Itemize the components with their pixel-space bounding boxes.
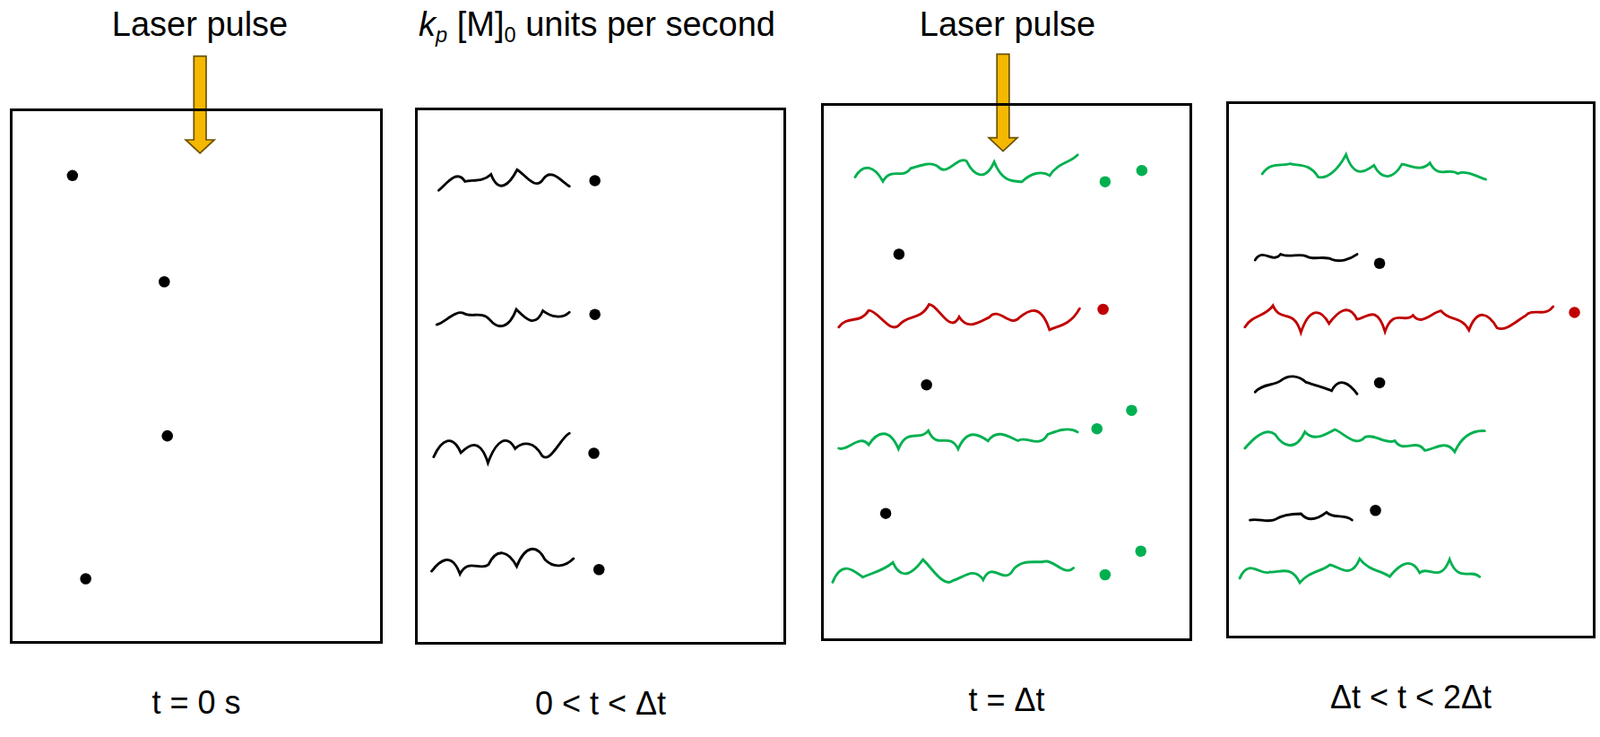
polymer-chain [1254,254,1358,261]
time-panel: Δt < t < 2Δt [1226,101,1596,639]
radical-dot [588,308,601,320]
radical-dot [588,174,601,187]
radical-dot [1099,175,1112,188]
radical-dot [920,379,933,391]
time-panel: t = 0 s [9,108,383,644]
radical-dot [79,572,92,585]
rate-units: units per second [525,5,776,44]
radical-dot [593,563,606,576]
radical-dot [1568,306,1581,319]
polymer-chain [1239,558,1480,583]
radical-dot [588,447,600,459]
radical-dot [1136,164,1149,177]
radical-dot [1099,569,1112,581]
polymer-chain [1254,376,1358,395]
polymer-chain [439,169,571,191]
rate-symbol: k [418,5,436,44]
time-label: 0 < t < Δt [535,684,666,723]
radical-dot [1097,303,1109,316]
time-label: t = 0 s [151,683,241,722]
radical-dot [1374,377,1386,390]
rate-label: kp [M]0 units per second [418,5,776,48]
time-label: Δt < t < 2Δt [1330,678,1492,717]
polymer-chain [1245,429,1486,452]
polymer-chain [832,559,1074,582]
radical-dot [158,276,171,288]
polymer-chain [433,432,570,463]
radical-dot [67,170,79,182]
radical-dot [893,248,906,260]
laser-label: Laser pulse [112,5,288,44]
polymer-chain [838,429,1078,450]
polymer-chain [855,155,1078,182]
rate-subscript: p [435,23,448,47]
polymer-chain [838,304,1081,330]
radical-dot [1374,257,1386,269]
radical-dot [1369,504,1382,517]
monomer-symbol: [M] [457,5,505,44]
polymer-chain [1250,511,1353,520]
monomer-subscript: 0 [503,23,516,47]
radical-dot [161,430,173,442]
polymer-chain [1245,305,1554,333]
polymer-chain [432,548,574,574]
radical-dot [1134,545,1147,558]
laser-label: Laser pulse [919,5,1096,44]
polymer-chain [436,309,570,327]
radical-dot [1091,423,1104,435]
laser-arrow [185,56,215,154]
time-label: t = Δt [968,681,1045,719]
radical-dot [1125,404,1138,416]
radical-dot [880,507,892,519]
time-panel: t = Δt [821,103,1193,641]
time-panel: 0 < t < Δt [415,107,787,645]
polymer-chain [1262,154,1486,180]
